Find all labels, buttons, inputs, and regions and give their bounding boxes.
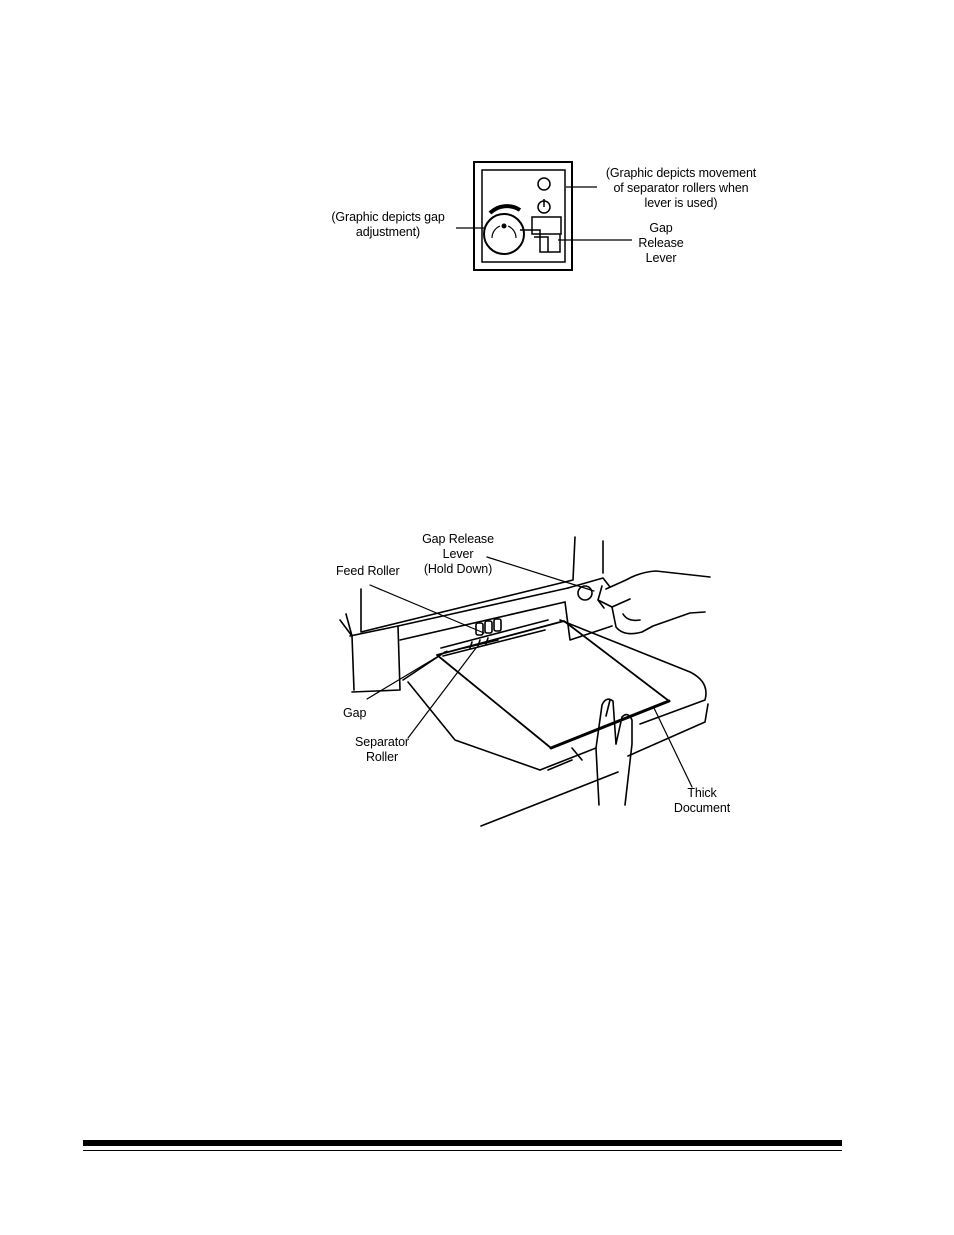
footer-rule-thick bbox=[83, 1140, 842, 1146]
gap-label: Gap bbox=[343, 706, 367, 720]
feed-roller-label: Feed Roller bbox=[336, 564, 400, 578]
footer-rule-thin bbox=[83, 1150, 842, 1151]
